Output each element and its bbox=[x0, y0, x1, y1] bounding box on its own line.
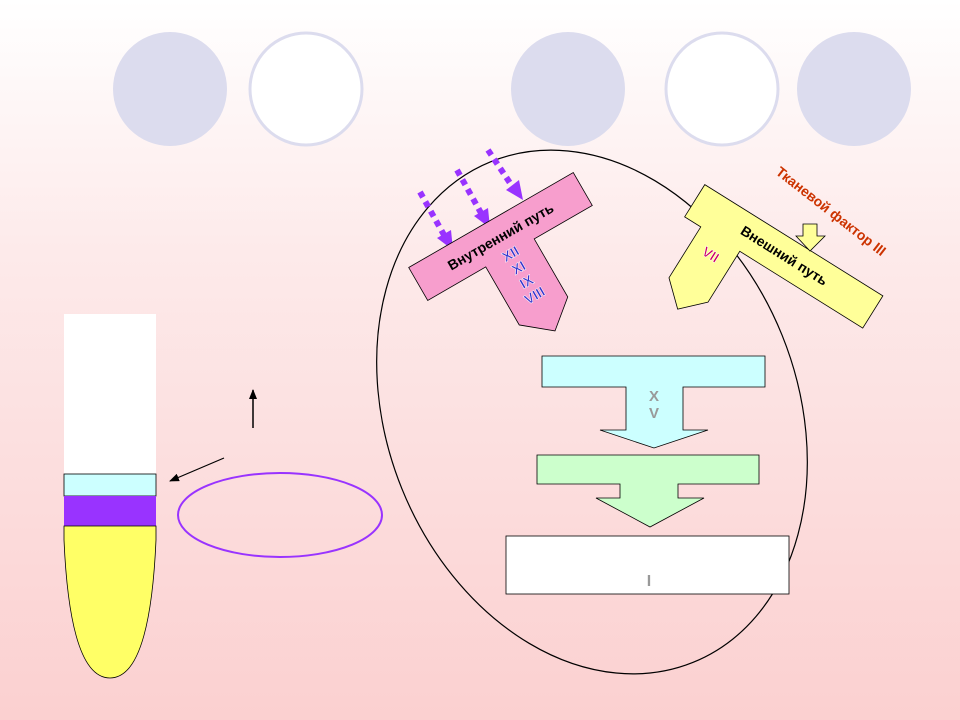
factor-v-label: V bbox=[649, 405, 659, 422]
decorative-circles bbox=[113, 31, 911, 147]
intrinsic-factor-xii: XII bbox=[499, 243, 522, 265]
tube-plasma-layer bbox=[64, 314, 156, 474]
decor-circle-3 bbox=[511, 32, 625, 146]
common-x-block: X V bbox=[541, 355, 766, 449]
intrinsic-pathway: Внутренний путь XII XI IX VIII bbox=[408, 171, 593, 332]
tube-buffy-layer bbox=[63, 473, 157, 497]
tube-yellow-bottom bbox=[63, 525, 157, 679]
extrinsic-shape bbox=[668, 184, 884, 329]
pointer-arrow bbox=[169, 457, 225, 482]
intrinsic-shape bbox=[408, 171, 593, 332]
decor-circle-5 bbox=[797, 32, 911, 146]
common-x-shape bbox=[541, 355, 766, 449]
dotted-arrow-2 bbox=[454, 168, 490, 228]
final-label: I bbox=[647, 573, 651, 590]
final-box bbox=[505, 535, 790, 595]
tube-purple-layer bbox=[64, 496, 156, 526]
dotted-arrow-3 bbox=[485, 148, 523, 200]
factor-x-label: X bbox=[649, 388, 659, 405]
test-tube bbox=[63, 314, 157, 679]
common-second-shape bbox=[536, 454, 760, 528]
dotted-arrows bbox=[417, 148, 523, 250]
purple-ellipse bbox=[177, 472, 383, 558]
decor-circle-4 bbox=[664, 31, 780, 147]
decor-circle-2 bbox=[248, 31, 364, 147]
decor-circle-1 bbox=[113, 32, 227, 146]
cascade-ellipse bbox=[376, 149, 808, 675]
tissue-factor-arrow bbox=[795, 223, 826, 252]
dotted-arrow-1 bbox=[417, 190, 453, 250]
